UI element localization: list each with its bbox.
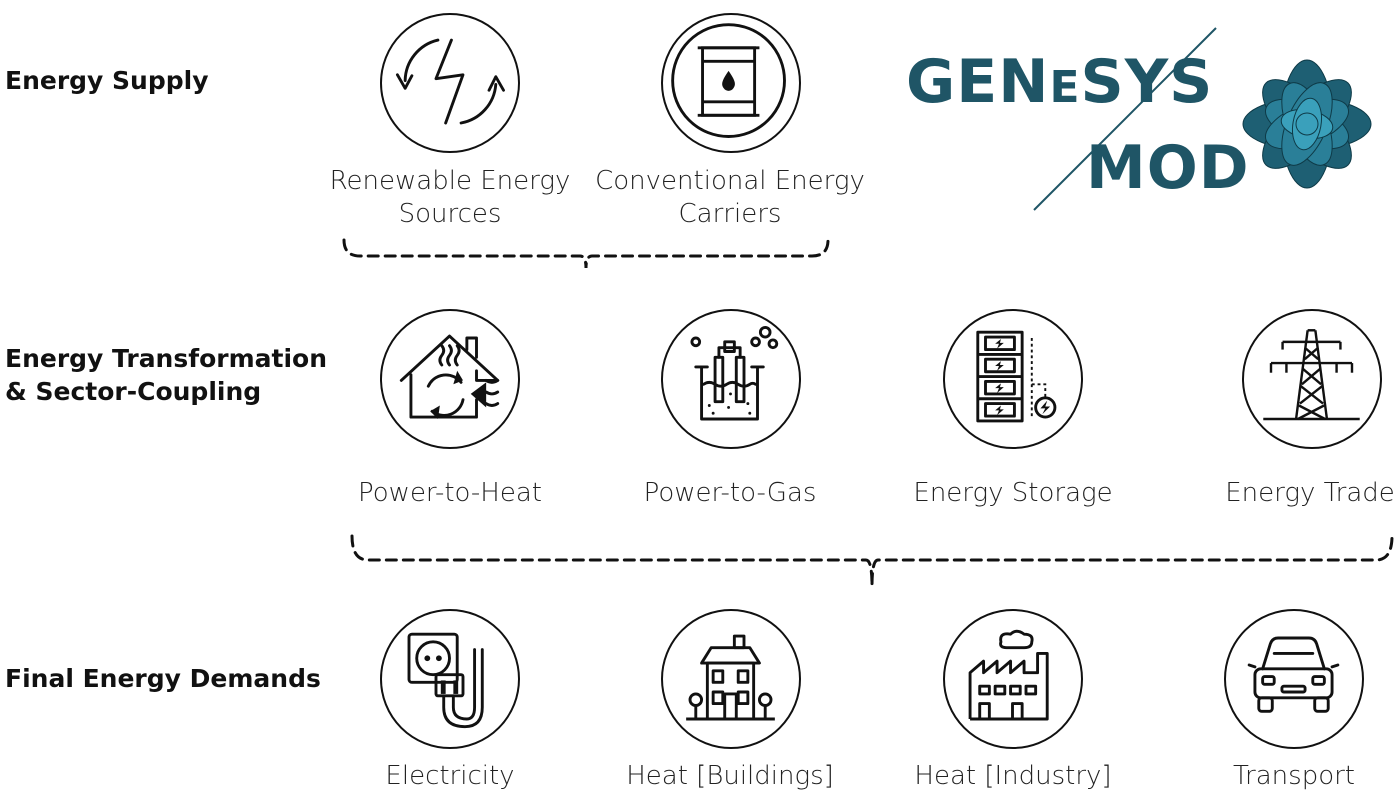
conventional-energy-node [661,13,801,153]
power-to-gas-label: Power-to-Gas [643,478,817,508]
row-label-energy-supply: Energy Supply [5,66,209,95]
heat-industry-label: Heat [Industry] [914,761,1112,791]
heat-buildings-label: Heat [Buildings] [626,761,834,791]
power-to-heat-label: Power-to-Heat [358,478,542,508]
renewable-energy-node [380,13,520,153]
oil-barrel-icon [671,23,786,138]
logo-text-mod: MOD [1086,133,1250,203]
renewable-energy-label: Renewable Energy Sources [329,166,571,229]
electricity-label: Electricity [385,761,515,791]
energy-trade-node [1242,309,1382,449]
socket-plug-icon [407,632,484,729]
building-icon [686,634,775,721]
heat-buildings-node [661,609,801,749]
flower-icon [1242,59,1372,189]
electricity-node [380,609,520,749]
logo-text-genesys: GENESYS [906,47,1214,117]
energy-trade-label: Energy Trade [1225,478,1395,508]
transport-label: Transport [1232,761,1355,791]
heat-industry-node [943,609,1083,749]
transmission-tower-icon [1263,329,1360,421]
energy-storage-node [943,309,1083,449]
logo-slash [1033,27,1217,211]
house-heat-pump-icon [399,334,500,419]
electrolysis-beaker-icon [690,325,779,421]
renewable-cycle-icon [395,38,505,125]
conventional-energy-label: Conventional Energy Carriers [595,166,865,229]
transport-node [1224,609,1364,749]
transformation-brace [350,534,1394,587]
factory-icon [968,629,1049,721]
row-label-final-energy-demands: Final Energy Demands [5,664,321,693]
supply-brace [342,238,830,269]
row-label-energy-transformation: Energy Transformation & Sector-Coupling [5,344,328,406]
battery-stack-icon [976,330,1057,423]
power-to-heat-node [380,309,520,449]
energy-storage-label: Energy Storage [913,478,1113,508]
power-to-gas-node [661,309,801,449]
car-icon [1247,636,1340,713]
